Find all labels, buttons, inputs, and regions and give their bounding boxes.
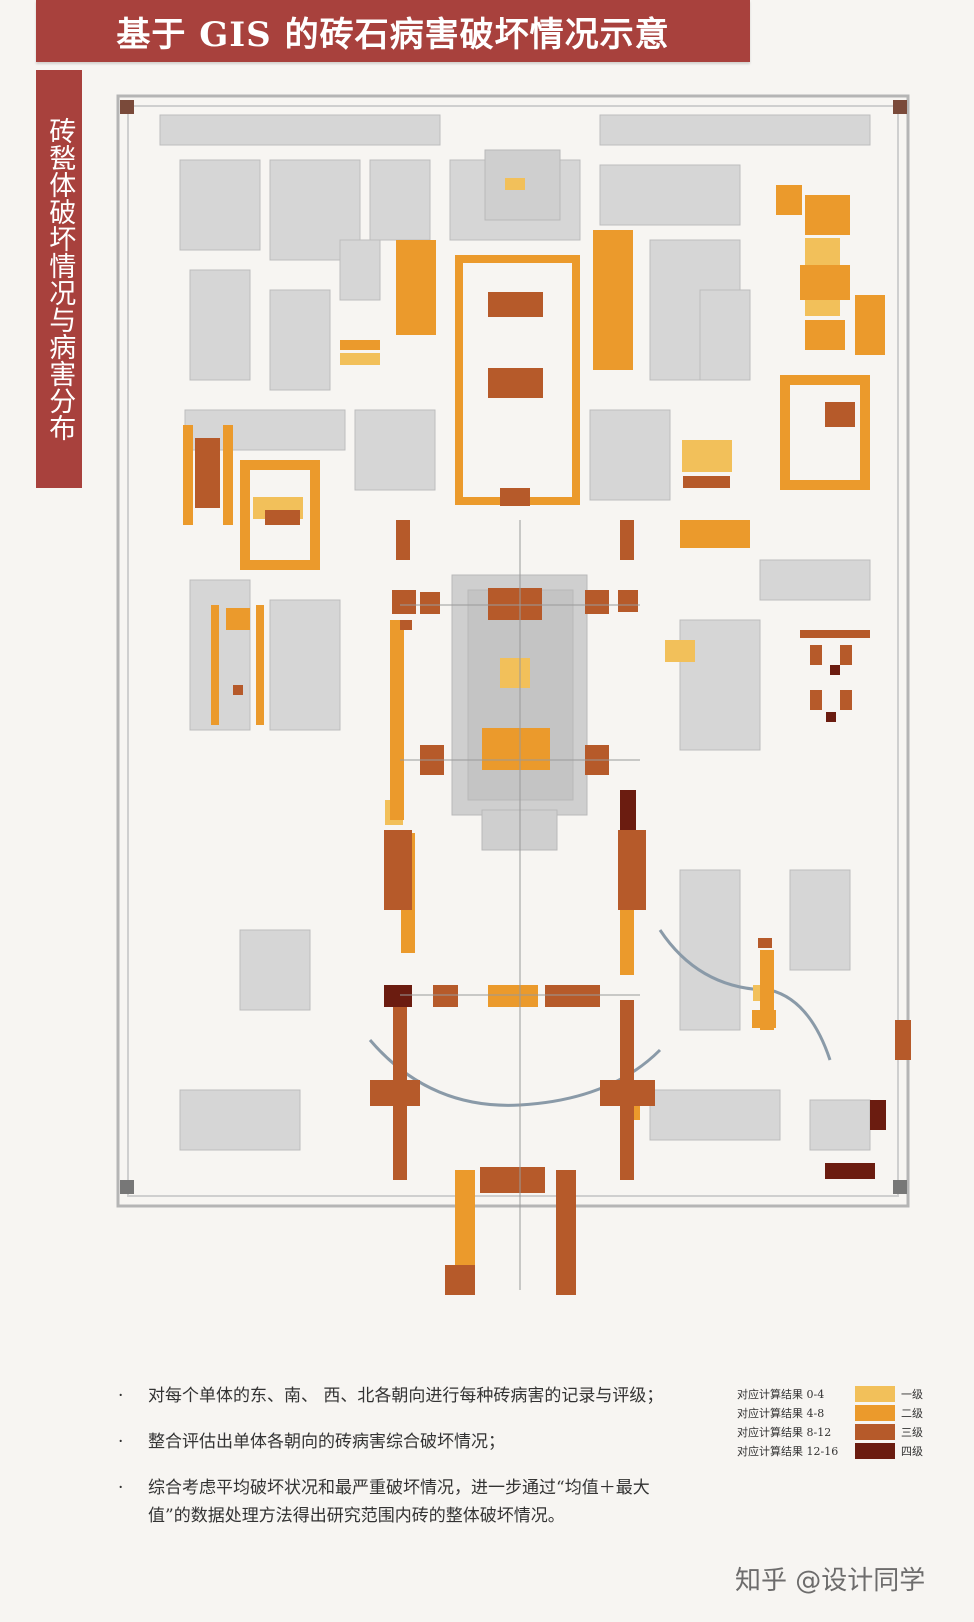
legend-range: 对应计算结果 0-4 xyxy=(737,1387,825,1401)
base-buildings xyxy=(159,114,871,1151)
legend-swatch xyxy=(855,1423,895,1440)
note-item: · 整合评估出单体各朝向的砖病害综合破坏情况； xyxy=(118,1428,678,1456)
note-text: 综合考虑平均破坏状况和最严重破坏情况，进一步通过“均值＋最大值”的数据处理方法得… xyxy=(148,1478,650,1526)
legend-row-grade4: 对应计算结果 12-16 四级 xyxy=(737,1441,927,1460)
source-watermark: 知乎 @设计同学 xyxy=(735,1566,926,1596)
legend-swatch xyxy=(855,1385,895,1402)
inner-wall xyxy=(127,105,899,1197)
legend-swatch xyxy=(855,1404,895,1421)
legend-grade: 三级 xyxy=(901,1425,923,1439)
legend-row-grade1: 对应计算结果 0-4 一级 xyxy=(737,1384,927,1403)
legend-range: 对应计算结果 12-16 xyxy=(737,1444,839,1458)
grade1-structures xyxy=(253,178,840,1001)
note-bullet: · xyxy=(118,1478,124,1498)
legend-grade: 四级 xyxy=(901,1444,923,1458)
note-item: · 综合考虑平均破坏状况和最严重破坏情况，进一步通过“均值＋最大值”的数据处理方… xyxy=(118,1474,678,1530)
note-bullet: · xyxy=(118,1386,124,1406)
legend-row-grade3: 对应计算结果 8-12 三级 xyxy=(737,1422,927,1441)
grade3-structures xyxy=(195,292,911,1295)
note-bullet: · xyxy=(118,1432,124,1452)
legend-grade: 一级 xyxy=(901,1387,923,1401)
legend-swatch xyxy=(855,1442,895,1459)
grade2-structures xyxy=(183,185,885,1265)
damage-legend: 对应计算结果 0-4 一级 对应计算结果 4-8 二级 对应计算结果 8-12 … xyxy=(737,1384,927,1460)
corner-tower-sw xyxy=(120,1180,134,1194)
notes-list: · 对每个单体的东、南、 西、北各朝向进行每种砖病害的记录与评级； · 整合评估… xyxy=(118,1382,678,1548)
side-title: 砖甃体破坏情况与病害分布 xyxy=(36,70,82,488)
legend-range: 对应计算结果 8-12 xyxy=(737,1425,832,1439)
legend-grade: 二级 xyxy=(901,1406,923,1420)
grade4-structures xyxy=(384,665,886,1179)
legend-range: 对应计算结果 4-8 xyxy=(737,1406,825,1420)
outer-wall xyxy=(116,94,910,1208)
axis-lines xyxy=(400,520,640,1290)
map-title: 基于 GIS 的砖石病害破坏情况示意 xyxy=(36,0,750,62)
note-item: · 对每个单体的东、南、 西、北各朝向进行每种砖病害的记录与评级； xyxy=(118,1382,678,1410)
note-text: 整合评估出单体各朝向的砖病害综合破坏情况； xyxy=(148,1432,505,1452)
note-text: 对每个单体的东、南、 西、北各朝向进行每种砖病害的记录与评级； xyxy=(148,1386,664,1406)
corner-tower-se xyxy=(893,1180,907,1194)
legend-row-grade2: 对应计算结果 4-8 二级 xyxy=(737,1403,927,1422)
corner-tower-nw xyxy=(120,100,134,114)
corner-tower-ne xyxy=(893,100,907,114)
